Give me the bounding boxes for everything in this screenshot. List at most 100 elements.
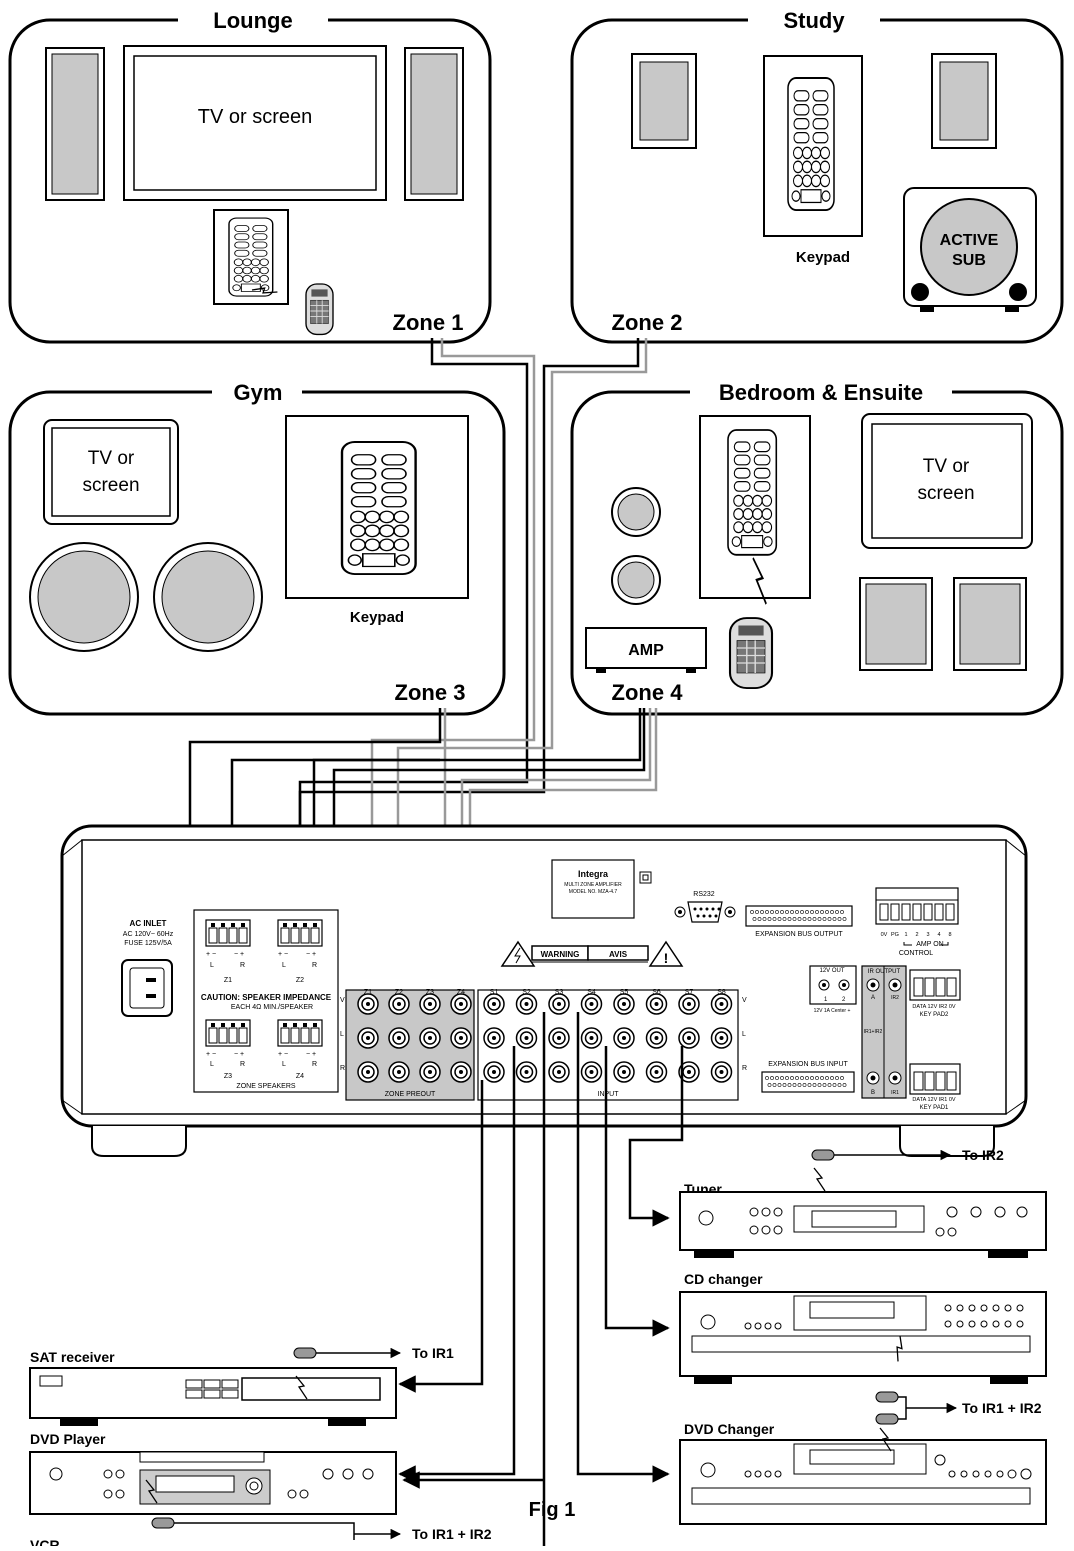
- z1-speaker-terminal[interactable]: [205, 919, 251, 947]
- ir-a-jack[interactable]: [866, 978, 880, 992]
- preout-jack-z3-r[interactable]: [419, 1061, 441, 1083]
- control-pin-label: 4: [937, 932, 940, 938]
- dvd-changer-label: DVD Changer: [684, 1421, 775, 1437]
- input-jack-s8-r[interactable]: [710, 1061, 733, 1083]
- gym-title: Gym: [234, 380, 283, 405]
- svg-text:R: R: [742, 1065, 747, 1072]
- preout-jack-z1-r[interactable]: [357, 1061, 379, 1083]
- keypad2-pins: DATA 12V IR2 0V: [912, 1004, 956, 1010]
- caution-line2: EACH 4Ω MIN./SPEAKER: [231, 1004, 313, 1011]
- gym-keypad-label: Keypad: [350, 609, 404, 626]
- input-jack-s2-l[interactable]: [515, 1027, 538, 1049]
- tuner-ir-label: To IR2: [962, 1147, 1004, 1163]
- ac-spec1: AC 120V~ 60Hz: [123, 931, 174, 938]
- z3-speaker-terminal[interactable]: [205, 1019, 251, 1047]
- z2-speaker-terminal[interactable]: [277, 919, 323, 947]
- input-jack-s3-l[interactable]: [548, 1027, 570, 1049]
- input-jack-s3-r[interactable]: [548, 1061, 570, 1083]
- row-v-label: V: [340, 997, 345, 1004]
- preout-col-label-1: Z1: [364, 989, 372, 996]
- preout-jack-z2-v[interactable]: [388, 993, 410, 1015]
- input-jack-s4-l[interactable]: [580, 1027, 603, 1049]
- input-jack-s2-v[interactable]: [515, 993, 538, 1015]
- svg-text:R: R: [240, 962, 245, 969]
- svg-text:L: L: [210, 1061, 214, 1068]
- avis-text: AVIS: [609, 950, 628, 959]
- zone-preout-label: ZONE PREOUT: [385, 1091, 436, 1098]
- svg-text:L: L: [282, 962, 286, 969]
- preout-jack-z2-r[interactable]: [388, 1061, 410, 1083]
- room-bedroom-ensuite: Bedroom & Ensuite AMP TV or screen Zone …: [570, 378, 1064, 716]
- svg-text:R: R: [312, 1061, 317, 1068]
- input-jack-s4-r[interactable]: [580, 1061, 603, 1083]
- ir-b-jack[interactable]: [866, 1071, 880, 1085]
- sat-label: SAT receiver: [30, 1349, 115, 1365]
- input-jack-s3-v[interactable]: [548, 993, 570, 1015]
- ir-output-block: [861, 965, 907, 1099]
- rs232-port[interactable]: [674, 901, 736, 923]
- control-terminal[interactable]: [875, 887, 959, 925]
- keypad1-label: KEY PAD1: [920, 1105, 949, 1111]
- dvd-player-label: DVD Player: [30, 1431, 106, 1447]
- input-jack-s6-r[interactable]: [645, 1061, 668, 1083]
- lounge-title: Lounge: [213, 8, 292, 33]
- control-pin-label: 8: [948, 932, 951, 938]
- z3-term-label: Z3: [224, 1073, 232, 1080]
- gym-tv-line2: screen: [82, 475, 139, 496]
- preout-jack-z3-l[interactable]: [419, 1027, 441, 1049]
- input-jack-s8-l[interactable]: [710, 1027, 733, 1049]
- preout-jack-z4-v[interactable]: [450, 993, 472, 1015]
- input-col-label-6: S6: [652, 989, 661, 996]
- input-jack-s2-r[interactable]: [515, 1061, 538, 1083]
- amplifier-rear-panel: AC INLET AC 120V~ 60Hz FUSE 125V/5A + −−…: [60, 824, 1028, 1157]
- preout-jack-z1-l[interactable]: [357, 1027, 379, 1049]
- keypad2-label: KEY PAD2: [920, 1012, 949, 1018]
- z1-term-label: Z1: [224, 977, 232, 984]
- input-jack-s6-v[interactable]: [645, 993, 668, 1015]
- control-pin-label: 1: [904, 932, 907, 938]
- input-jack-s7-l[interactable]: [678, 1027, 700, 1049]
- preout-jack-z4-r[interactable]: [450, 1061, 472, 1083]
- row-l-label: L: [340, 1031, 344, 1038]
- input-col-label-5: S5: [620, 989, 629, 996]
- expansion-bus-input[interactable]: [761, 1071, 855, 1093]
- keypad2-terminal[interactable]: [909, 969, 961, 1001]
- sub-label-line2: SUB: [952, 252, 986, 269]
- ir1-jack[interactable]: [888, 1071, 902, 1085]
- zone1-label: Zone 1: [393, 310, 464, 335]
- input-jack-s1-r[interactable]: [483, 1061, 505, 1083]
- preout-jack-z4-l[interactable]: [450, 1027, 472, 1049]
- preout-jack-z2-l[interactable]: [388, 1027, 410, 1049]
- svg-text:1: 1: [824, 997, 828, 1003]
- ir1ir2-label: IR1+IR2: [864, 1029, 883, 1035]
- input-jack-s7-v[interactable]: [678, 993, 700, 1015]
- preout-jack-z3-v[interactable]: [419, 993, 441, 1015]
- svg-text:− +: − +: [306, 1051, 316, 1058]
- input-col-label-7: S7: [685, 989, 694, 996]
- input-jack-s5-v[interactable]: [613, 993, 635, 1015]
- 12v-center-label: 12V 1A Center +: [814, 1008, 851, 1014]
- input-jack-s1-v[interactable]: [483, 993, 505, 1015]
- input-jack-s6-l[interactable]: [645, 1027, 668, 1049]
- svg-text:R: R: [240, 1061, 245, 1068]
- bedroom-keypad: [727, 429, 778, 556]
- device-tuner: Tuner To IR2: [679, 1147, 1047, 1258]
- keypad1-terminal[interactable]: [909, 1063, 961, 1095]
- study-keypad: [787, 77, 835, 212]
- cd-label: CD changer: [684, 1271, 763, 1287]
- preout-jack-z1-v[interactable]: [357, 993, 379, 1015]
- input-jack-s5-l[interactable]: [613, 1027, 635, 1049]
- ir2-jack[interactable]: [888, 978, 902, 992]
- lounge-tv-label: TV or screen: [198, 106, 312, 128]
- input-jack-s1-l[interactable]: [483, 1027, 505, 1049]
- input-jack-s8-v[interactable]: [710, 993, 733, 1015]
- expansion-bus-output[interactable]: [745, 905, 853, 927]
- input-jack-s5-r[interactable]: [613, 1061, 635, 1083]
- svg-text:+ −: + −: [206, 951, 216, 958]
- svg-text:R: R: [312, 962, 317, 969]
- input-jack-s4-v[interactable]: [580, 993, 603, 1015]
- z4-speaker-terminal[interactable]: [277, 1019, 323, 1047]
- source-wiring: [398, 1012, 684, 1551]
